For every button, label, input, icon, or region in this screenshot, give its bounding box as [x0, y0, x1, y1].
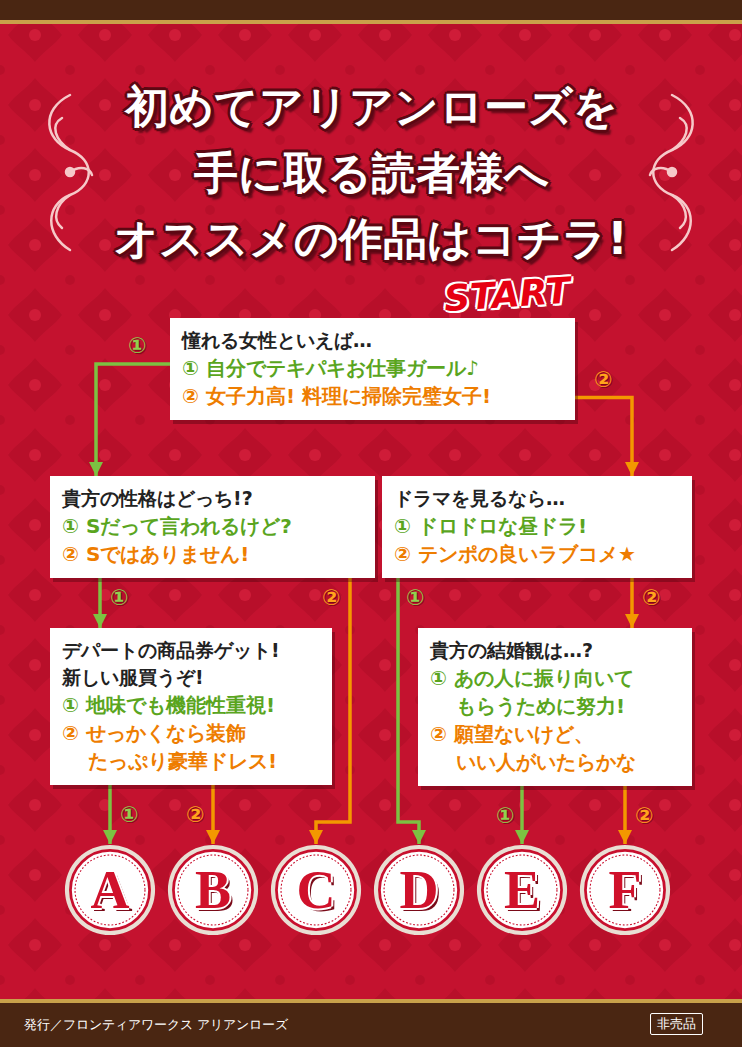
result-circle: B	[167, 844, 259, 936]
question-text: デパートの商品券ゲット! 新しい服買うぞ!	[62, 637, 320, 691]
answer-option: ② テンポの良いラブコメ★	[394, 540, 680, 568]
flow-arrow	[211, 785, 215, 844]
bottom-band	[0, 1003, 742, 1047]
result-circle: E	[476, 844, 568, 936]
flow-arrow	[108, 785, 112, 844]
result-circle: F	[579, 844, 671, 936]
answer-option: ② 願望ないけど、 いい人がいたらかな	[430, 720, 680, 776]
question-text: 貴方の性格はどっち!?	[62, 485, 363, 512]
question-text: 憧れる女性といえば…	[182, 327, 563, 354]
flow-arrow	[630, 578, 634, 628]
question-text: 貴方の結婚観は…?	[430, 637, 680, 664]
result-letter: B	[167, 844, 259, 936]
answer-option: ① ドロドロな昼ドラ!	[394, 512, 680, 540]
outer-ring	[168, 845, 258, 935]
question-box: 貴方の性格はどっち!?① Sだって言われるけど?② Sではありません!	[50, 476, 375, 578]
flow-arrow	[575, 398, 632, 476]
branch-number: ①	[120, 803, 139, 827]
result-letter: E	[476, 844, 568, 936]
question-text: ドラマを見るなら…	[394, 485, 680, 512]
question-box: デパートの商品券ゲット! 新しい服買うぞ!① 地味でも機能性重視!② せっかくな…	[50, 628, 332, 785]
flow-arrow	[623, 786, 627, 844]
result-letter: A	[64, 844, 156, 936]
branch-number: ②	[186, 803, 205, 827]
answer-option: ① Sだって言われるけど?	[62, 512, 363, 540]
start-mark: START	[443, 270, 572, 320]
top-band	[0, 0, 742, 20]
not-for-sale-mark: 非売品	[650, 1013, 703, 1035]
outer-ring	[374, 845, 464, 935]
publisher-note: 発行／フロンティアワークス アリアンローズ	[24, 1016, 288, 1034]
title: 初めてアリアンローズを 手に取る読者様へ オススメの作品はコチラ!	[51, 74, 691, 272]
question-box: 憧れる女性といえば…① 自分でテキパキお仕事ガール♪② 女子力高! 料理に掃除完…	[170, 318, 575, 420]
answer-option: ② 女子力高! 料理に掃除完璧女子!	[182, 382, 563, 410]
bottom-gold-line	[0, 999, 742, 1003]
question-box: ドラマを見るなら…① ドロドロな昼ドラ!② テンポの良いラブコメ★	[382, 476, 692, 578]
branch-number: ①	[110, 586, 129, 610]
result-circle: A	[64, 844, 156, 936]
result-letter: F	[579, 844, 671, 936]
branch-number: ①	[496, 804, 515, 828]
top-gold-line	[0, 20, 742, 24]
question-box: 貴方の結婚観は…?① あの人に振り向いて もらうために努力!② 願望ないけど、 …	[418, 628, 692, 786]
result-circle: C	[270, 844, 362, 936]
outer-ring	[580, 845, 670, 935]
result-letter: D	[373, 844, 465, 936]
branch-number: ①	[128, 334, 147, 358]
flow-arrow	[520, 786, 524, 844]
branch-number: ②	[594, 368, 613, 392]
outer-ring	[65, 845, 155, 935]
left-flourish	[49, 95, 92, 250]
branch-number: ②	[635, 804, 654, 828]
outer-ring	[477, 845, 567, 935]
right-flourish	[650, 95, 693, 250]
result-circle: D	[373, 844, 465, 936]
branch-number: ②	[642, 586, 661, 610]
flow-arrow	[96, 364, 170, 476]
flow-arrow	[98, 578, 102, 628]
branch-number: ②	[322, 586, 341, 610]
answer-option: ① 自分でテキパキお仕事ガール♪	[182, 354, 563, 382]
answer-option: ② せっかくなら装飾 たっぷり豪華ドレス!	[62, 719, 320, 775]
answer-option: ① あの人に振り向いて もらうために努力!	[430, 664, 680, 720]
answer-option: ② Sではありません!	[62, 540, 363, 568]
result-letter: C	[270, 844, 362, 936]
outer-ring	[271, 845, 361, 935]
branch-number: ①	[406, 586, 425, 610]
flow-arrow	[398, 578, 419, 844]
answer-option: ① 地味でも機能性重視!	[62, 691, 320, 719]
